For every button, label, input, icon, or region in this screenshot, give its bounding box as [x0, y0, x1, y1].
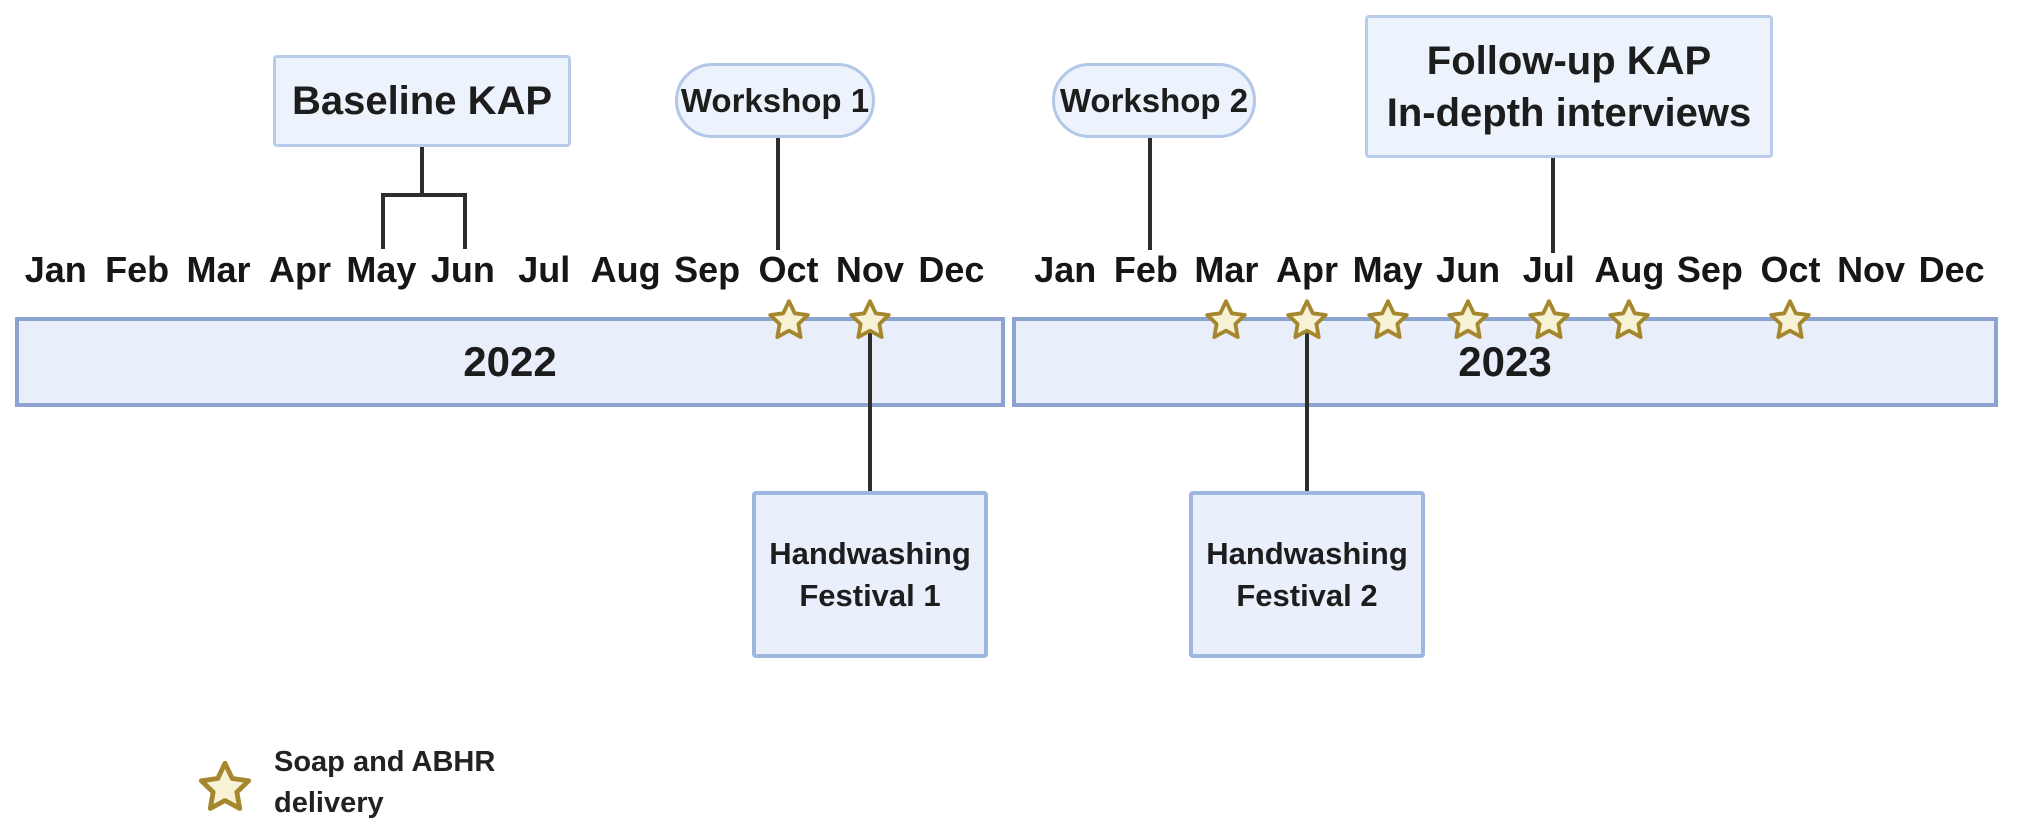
year-bar-2022: 2022	[15, 317, 1005, 407]
month-label: Oct	[1760, 249, 1821, 290]
festival1-line1: Handwashing	[769, 535, 971, 571]
month-label: Mar	[186, 249, 251, 290]
baseline-kap-label: Baseline KAP	[291, 78, 553, 123]
month-label: Feb	[1113, 249, 1178, 290]
legend-line2: delivery	[274, 786, 384, 819]
followup-line2: In-depth interviews	[1386, 90, 1752, 135]
month-label: May	[1352, 249, 1423, 290]
soap-delivery-star-cell	[748, 297, 829, 343]
months-row-2023: Jan Feb Mar Apr May Jun Jul Aug Sep Oct Nov Dec	[1025, 248, 1992, 292]
star-icon	[196, 758, 254, 820]
year-bar-2023: 2023	[1012, 317, 1998, 407]
month-label: Dec	[1918, 249, 1985, 290]
star-icon	[1528, 299, 1570, 339]
soap-delivery-star-cell	[1267, 297, 1348, 343]
month-label: Apr	[1276, 249, 1339, 290]
handwashing-festival2-box: Handwashing Festival 2	[1189, 491, 1425, 658]
baseline-connector-stem	[420, 147, 424, 195]
star-icon	[1769, 299, 1812, 339]
soap-delivery-star-cell	[1589, 297, 1670, 343]
workshop1-connector	[776, 138, 780, 250]
star-icon	[1205, 299, 1248, 339]
baseline-connector-bracket	[381, 193, 467, 197]
month-label: Nov	[835, 249, 904, 290]
month-label: Aug	[590, 249, 661, 290]
empty-cell	[1670, 297, 1751, 343]
month-label: Aug	[1594, 249, 1665, 290]
workshop2-pill: Workshop 2	[1052, 63, 1256, 138]
empty-cell	[178, 297, 259, 343]
followup-line1: Follow-up KAP	[1426, 38, 1712, 83]
empty-cell	[15, 297, 96, 343]
empty-cell	[422, 297, 503, 343]
festival1-line2: Festival 1	[799, 577, 941, 613]
months-row-2022: Jan Feb Mar Apr May Jun Jul Aug Sep Oct Nov Dec	[15, 248, 992, 292]
empty-cell	[259, 297, 340, 343]
festival2-line1: Handwashing	[1206, 535, 1408, 571]
month-label: Jun	[1436, 249, 1501, 290]
festival2-connector	[1305, 330, 1309, 491]
empty-cell	[911, 297, 992, 343]
month-label: Dec	[918, 249, 985, 290]
empty-cell	[341, 297, 422, 343]
month-label: Apr	[268, 249, 331, 290]
baseline-connector-leg-jun	[463, 193, 467, 249]
month-label: Sep	[1676, 249, 1743, 290]
followup-connector	[1551, 158, 1555, 253]
star-row-2023	[1025, 297, 1992, 343]
workshop1-label: Workshop 1	[680, 81, 870, 119]
month-label: Jul	[1522, 249, 1575, 290]
empty-cell	[1831, 297, 1912, 343]
empty-cell	[504, 297, 585, 343]
workshop2-connector	[1148, 138, 1152, 250]
star-icon	[1608, 299, 1651, 339]
month-label: Jan	[1034, 249, 1097, 290]
star-icon	[849, 299, 891, 339]
month-label: Jan	[24, 249, 87, 290]
workshop2-label: Workshop 2	[1059, 81, 1249, 119]
soap-delivery-star-cell	[1750, 297, 1831, 343]
baseline-kap-box: Baseline KAP	[273, 55, 571, 147]
empty-cell	[585, 297, 666, 343]
empty-cell	[1911, 297, 1992, 343]
soap-delivery-star-cell	[1428, 297, 1509, 343]
month-label: Nov	[1837, 249, 1906, 290]
baseline-connector-leg-may	[381, 193, 385, 249]
soap-delivery-star-cell	[1508, 297, 1589, 343]
star-icon	[1447, 299, 1489, 339]
month-label: Feb	[105, 249, 170, 290]
empty-cell	[1106, 297, 1187, 343]
star-icon	[1366, 299, 1409, 339]
empty-cell	[96, 297, 177, 343]
soap-delivery-star-cell	[1347, 297, 1428, 343]
festival1-connector	[868, 330, 872, 491]
festival2-line2: Festival 2	[1236, 577, 1378, 613]
month-label: Mar	[1194, 249, 1259, 290]
empty-cell	[1025, 297, 1106, 343]
month-label: Sep	[674, 249, 741, 290]
legend: Soap and ABHR delivery	[196, 742, 495, 823]
month-label: May	[346, 249, 417, 290]
star-icon	[767, 299, 810, 339]
year-label-2022: 2022	[463, 338, 557, 385]
soap-delivery-star-cell	[829, 297, 910, 343]
star-icon	[198, 760, 252, 811]
workshop1-pill: Workshop 1	[675, 63, 875, 138]
followup-kap-box: Follow-up KAP In-depth interviews	[1365, 15, 1773, 158]
legend-line1: Soap and ABHR	[274, 746, 496, 778]
month-label: Jun	[430, 249, 495, 290]
star-row-2022	[15, 297, 992, 343]
empty-cell	[666, 297, 747, 343]
soap-delivery-star-cell	[1186, 297, 1267, 343]
month-label: Oct	[758, 249, 819, 290]
star-icon	[1286, 299, 1328, 339]
month-label: Jul	[518, 249, 571, 290]
handwashing-festival1-box: Handwashing Festival 1	[752, 491, 988, 658]
year-label-2023: 2023	[1458, 338, 1552, 385]
